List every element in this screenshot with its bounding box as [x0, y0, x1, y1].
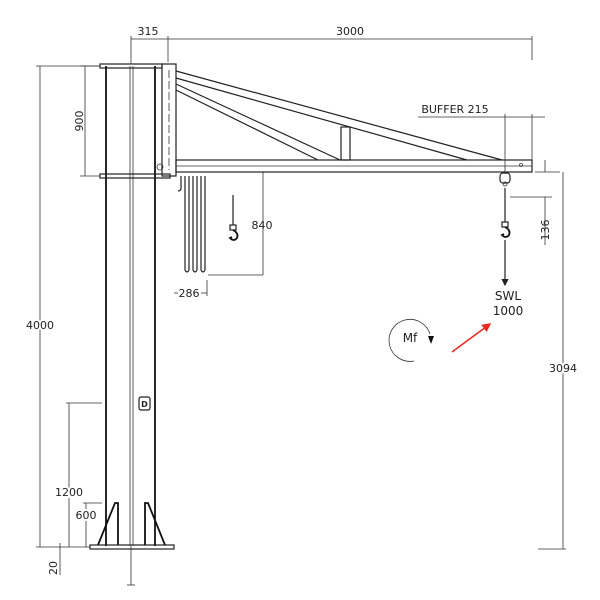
dim-315: 315 — [138, 25, 159, 38]
gusset-right — [144, 502, 166, 546]
column: D — [89, 63, 175, 586]
base-plate — [89, 544, 175, 550]
trolley-hoist — [499, 172, 511, 287]
dim-3094: 3094 — [549, 362, 577, 375]
highlight-arrow — [451, 323, 492, 353]
dim-1200: 1200 — [55, 486, 83, 499]
swl-label: SWL — [495, 289, 521, 303]
dim-136: 136 — [539, 220, 552, 241]
dim-3000: 3000 — [336, 25, 364, 38]
gusset-left — [97, 502, 119, 546]
dim-840: 840 — [252, 219, 273, 232]
column-badge: D — [141, 400, 148, 409]
dimension-lines — [36, 36, 566, 575]
dim-286: 286 — [179, 287, 200, 300]
dim-600: 600 — [76, 509, 97, 522]
hook-icon — [500, 226, 511, 238]
dim-900: 900 — [73, 111, 86, 132]
dim-buffer: BUFFER 215 — [421, 103, 488, 116]
parked-hook-icon — [228, 195, 239, 241]
swl-value: 1000 — [493, 304, 524, 318]
dim-20: 20 — [47, 561, 60, 575]
jib-arm — [156, 63, 533, 177]
moment-label: Mf — [403, 331, 418, 345]
dim-4000: 4000 — [26, 319, 54, 332]
festoon-cables — [177, 176, 206, 273]
moment-symbol: Mf — [388, 318, 434, 362]
